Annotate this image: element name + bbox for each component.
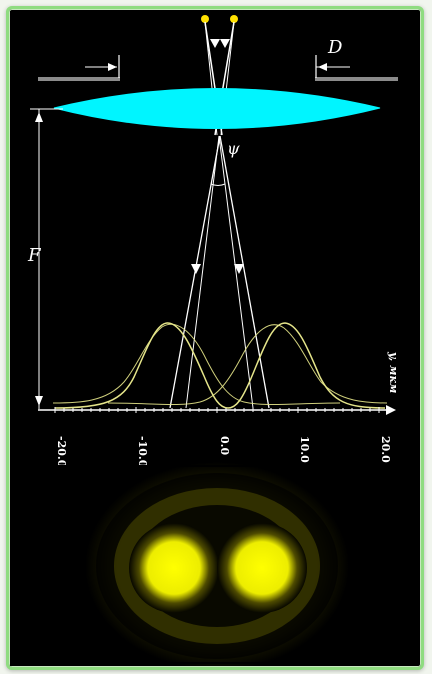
right-stop-bar <box>315 77 398 81</box>
axis-arrow-right-icon <box>386 405 396 415</box>
aperture-label: D <box>327 37 343 58</box>
source-point-right <box>230 15 238 23</box>
ray-arrow-down-left-icon <box>191 264 201 274</box>
ray-arrow-left-icon <box>210 39 220 48</box>
right-source-profile <box>107 324 388 406</box>
left-stop-bar <box>38 77 120 81</box>
axis-minor-ticks <box>54 407 380 413</box>
refracted-ray-2 <box>219 135 270 409</box>
focal-length-label: F <box>27 245 42 266</box>
diffraction-image-border <box>51 465 383 664</box>
angle-arc <box>210 183 226 186</box>
diffraction-diagram: D F ψ <box>27 15 400 666</box>
arrow-right-icon <box>108 63 117 71</box>
diagram-canvas: D F ψ <box>10 11 417 666</box>
left-bright-spot <box>129 523 219 613</box>
combined-intensity-curve <box>54 322 386 409</box>
tick-label-0: 0.0 <box>218 436 231 455</box>
source-point-left <box>201 15 209 23</box>
ray-arrow-right-icon <box>220 39 230 48</box>
refracted-ray-4 <box>218 135 254 409</box>
right-bright-spot <box>217 523 307 613</box>
focal-arrow-down-icon <box>35 396 43 406</box>
tick-label-10: 10.0 <box>298 436 311 463</box>
focal-arrow-up-icon <box>35 112 43 122</box>
ray-arrow-down-right-icon <box>234 264 244 274</box>
axis-title: y, мкм <box>387 351 400 393</box>
angle-label: ψ <box>227 139 240 158</box>
arrow-left-icon <box>318 63 327 71</box>
refracted-ray-3 <box>185 135 220 409</box>
left-source-profile <box>52 323 341 406</box>
tick-label-neg20: -20.0 <box>55 436 68 468</box>
tick-label-neg10: -10.0 <box>136 436 149 468</box>
lens <box>53 88 381 129</box>
tick-label-20: 20.0 <box>379 436 392 463</box>
